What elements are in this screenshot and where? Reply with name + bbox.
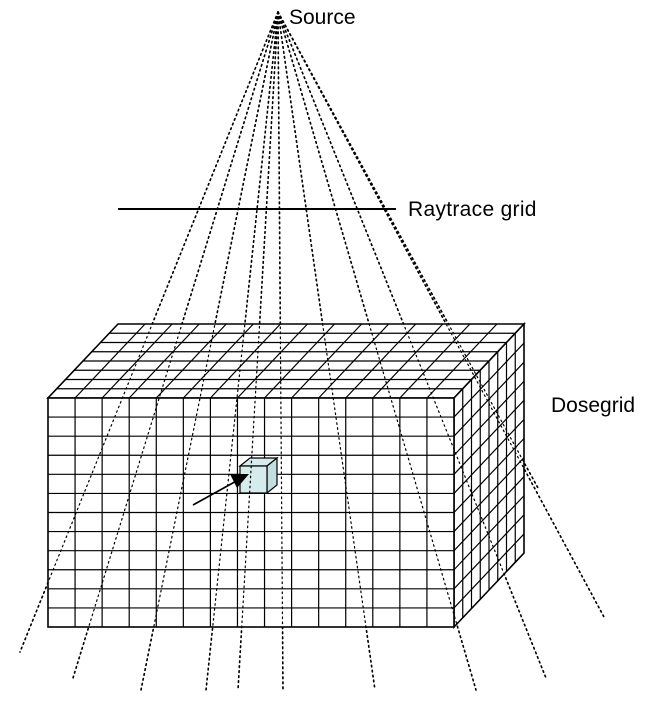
right-grid-line: [453, 533, 525, 609]
ray-line: [140, 11, 279, 691]
right-grid-line: [453, 476, 525, 552]
highlighted-voxel: [192, 456, 279, 506]
right-grid-line: [453, 457, 525, 532]
ray-line: [277, 11, 539, 489]
right-grid-line: [453, 419, 525, 494]
right-grid-line: [453, 438, 525, 513]
source-label: Source: [289, 6, 356, 29]
right-grid-line: [453, 399, 525, 475]
raytrace-grid-label: Raytrace grid: [408, 198, 537, 221]
ray-line: [72, 11, 279, 679]
ray-line: [277, 11, 605, 618]
ray-line: [205, 11, 279, 691]
right-grid-line: [453, 380, 525, 456]
dosegrid-label: Dosegrid: [551, 394, 636, 417]
dose-grid-box: [46, 321, 526, 630]
ray-line: [277, 11, 376, 691]
ray-lines-front: [19, 11, 605, 691]
right-grid-line: [453, 342, 525, 418]
ray-line: [237, 11, 279, 691]
voxel-front: [239, 465, 268, 494]
ray-line: [277, 11, 547, 679]
ray-line: [277, 11, 284, 691]
voxel-arrow-shaft: [192, 478, 241, 506]
right-grid-line: [453, 514, 525, 590]
right-grid-line: [453, 495, 525, 571]
ray-line: [19, 11, 279, 653]
voxel-arrow-head: [230, 474, 249, 488]
